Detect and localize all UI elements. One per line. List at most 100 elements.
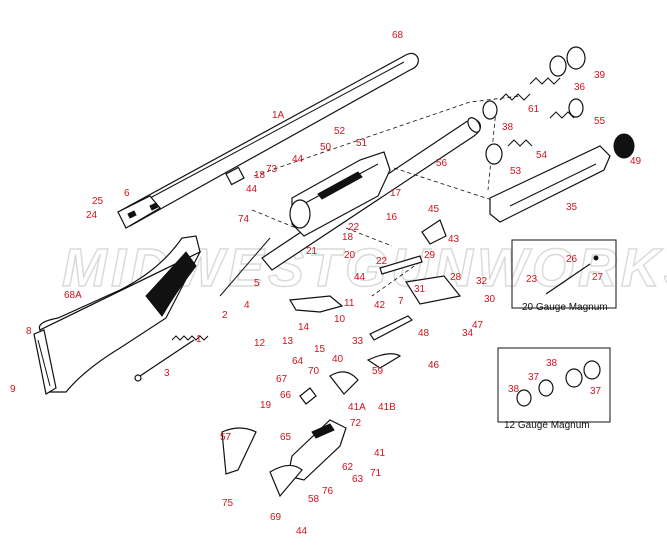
label-36: 36: [574, 82, 586, 93]
label-37-b: 37: [590, 386, 602, 397]
label-12: 12: [254, 338, 266, 349]
label-25: 25: [92, 196, 104, 207]
label-19: 19: [260, 400, 272, 411]
label-66: 66: [280, 390, 292, 401]
label-23: 23: [526, 274, 538, 285]
label-34: 34: [462, 328, 474, 339]
label-71: 71: [370, 468, 382, 479]
label-14: 14: [298, 322, 310, 333]
label-44-c: 44: [354, 272, 366, 283]
label-16: 16: [386, 212, 398, 223]
label-41: 41: [374, 448, 386, 459]
label-46: 46: [428, 360, 440, 371]
label-48: 48: [418, 328, 430, 339]
label-38-a: 38: [508, 384, 520, 395]
label-35: 35: [566, 202, 578, 213]
label-26: 26: [566, 254, 578, 265]
label-43: 43: [448, 234, 460, 245]
label-44-a: 44: [292, 154, 304, 165]
label-58: 58: [308, 494, 320, 505]
label-39: 39: [594, 70, 606, 81]
label-41A: 41A: [348, 402, 366, 413]
label-40: 40: [332, 354, 344, 365]
label-70: 70: [308, 366, 320, 377]
label-8: 8: [26, 326, 32, 337]
label-72: 72: [350, 418, 362, 429]
label-62: 62: [342, 462, 354, 473]
label-42: 42: [374, 300, 386, 311]
label-22-b: 22: [376, 256, 388, 267]
label-47: 47: [472, 320, 484, 331]
label-59: 59: [372, 366, 384, 377]
label-38-b: 38: [546, 358, 558, 369]
label-55: 55: [594, 116, 606, 127]
label-53: 53: [510, 166, 522, 177]
label-9: 9: [10, 384, 16, 395]
part-labels: 68 1A 25 6 24 52 51 50 44 73 18 44 56 74…: [10, 30, 642, 537]
label-63: 63: [352, 474, 364, 485]
label-3: 3: [164, 368, 170, 379]
label-21: 21: [306, 246, 318, 257]
label-73: 73: [266, 164, 278, 175]
label-51: 51: [356, 138, 368, 149]
label-1A: 1A: [272, 110, 285, 121]
label-6: 6: [124, 188, 130, 199]
barrel: [117, 52, 419, 229]
label-29: 29: [424, 250, 436, 261]
label-56: 56: [436, 158, 448, 169]
forearm-and-springs: [482, 46, 635, 223]
label-64: 64: [292, 356, 304, 367]
label-44-b: 44: [246, 184, 258, 195]
label-32: 32: [476, 276, 488, 287]
label-68: 68: [392, 30, 404, 41]
label-4: 4: [244, 300, 250, 311]
action-spring-parts: [134, 237, 271, 382]
label-17: 17: [390, 188, 402, 199]
label-52: 52: [334, 126, 346, 137]
label-13: 13: [282, 336, 294, 347]
label-28: 28: [450, 272, 462, 283]
label-18-b: 18: [342, 232, 354, 243]
label-24: 24: [86, 210, 98, 221]
label-11: 11: [344, 298, 355, 309]
label-74: 74: [238, 214, 250, 225]
inset-title-12-gauge: 12 Gauge Magnum: [504, 420, 590, 431]
label-54: 54: [536, 150, 548, 161]
label-38-main: 38: [502, 122, 514, 133]
label-61: 61: [528, 104, 540, 115]
label-41B: 41B: [378, 402, 396, 413]
inset-title-20-gauge: 20 Gauge Magnum: [522, 302, 608, 313]
inset-12-gauge: 38 37 38 37 12 Gauge Magnum: [497, 347, 611, 431]
label-44-d: 44: [296, 526, 308, 537]
assembly-lines: [251, 95, 521, 297]
label-27: 27: [592, 272, 604, 283]
label-7: 7: [398, 296, 404, 307]
label-49: 49: [630, 156, 642, 167]
label-2: 2: [222, 310, 228, 321]
label-15: 15: [314, 344, 326, 355]
label-68A: 68A: [64, 290, 82, 301]
label-18-a: 18: [254, 170, 266, 181]
bolt-parts: [366, 219, 462, 369]
label-5: 5: [254, 278, 260, 289]
label-57: 57: [220, 432, 232, 443]
label-76: 76: [322, 486, 334, 497]
label-69: 69: [270, 512, 282, 523]
label-22-a: 22: [348, 222, 360, 233]
inset-20-gauge: 26 23 27 20 Gauge Magnum: [511, 239, 617, 313]
receiver: [289, 151, 391, 237]
label-10: 10: [334, 314, 346, 325]
stock: [33, 235, 202, 395]
label-1: 1: [196, 334, 202, 345]
label-20: 20: [344, 250, 356, 261]
label-75: 75: [222, 498, 234, 509]
label-67: 67: [276, 374, 288, 385]
label-50: 50: [320, 142, 332, 153]
label-33: 33: [352, 336, 364, 347]
label-45: 45: [428, 204, 440, 215]
label-30: 30: [484, 294, 496, 305]
label-65: 65: [280, 432, 292, 443]
trigger-group: [221, 295, 359, 498]
label-31: 31: [414, 284, 426, 295]
